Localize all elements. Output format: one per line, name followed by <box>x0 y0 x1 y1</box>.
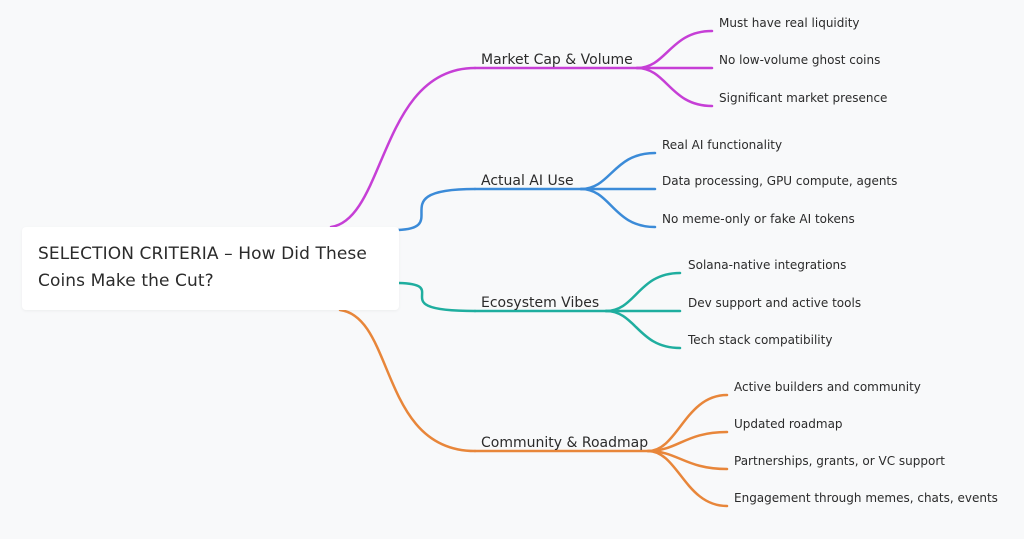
connector-ecosystem-vibes-item-3 <box>604 309 682 350</box>
leaf-label-actual-ai-use-2[interactable]: Data processing, GPU compute, agents <box>662 174 897 188</box>
mind-map-nodes: Market Cap & Volume Must have real liquid… <box>481 16 998 505</box>
root-node[interactable]: SELECTION CRITERIA – How Did These Coins… <box>22 227 399 310</box>
leaf-label-community-roadmap-4[interactable]: Engagement through memes, chats, events <box>734 491 998 505</box>
connector-actual-ai-use-item-3 <box>579 187 657 229</box>
leaf-label-actual-ai-use-3[interactable]: No meme-only or fake AI tokens <box>662 212 855 226</box>
leaf-label-market-cap-volume-1[interactable]: Must have real liquidity <box>719 16 860 30</box>
connector-actual-ai-use-item-1 <box>579 151 657 191</box>
connector-lines <box>329 29 729 508</box>
leaf-label-ecosystem-vibes-2[interactable]: Dev support and active tools <box>688 296 861 310</box>
connector-market-cap-volume-item-1 <box>635 29 714 70</box>
connector-ecosystem-vibes-item-1 <box>604 271 682 313</box>
root-title-line-1: SELECTION CRITERIA – How Did These <box>38 244 367 264</box>
leaf-label-market-cap-volume-3[interactable]: Significant market presence <box>719 91 887 105</box>
branch-label-community-roadmap[interactable]: Community & Roadmap <box>481 435 648 451</box>
connector-root-to-ecosystem-vibes <box>397 281 477 313</box>
root-title-line-2: Coins Make the Cut? <box>38 271 214 291</box>
leaf-label-community-roadmap-2[interactable]: Updated roadmap <box>734 417 843 431</box>
leaf-label-ecosystem-vibes-1[interactable]: Solana-native integrations <box>688 258 846 272</box>
leaf-label-community-roadmap-3[interactable]: Partnerships, grants, or VC support <box>734 454 945 468</box>
branch-label-market-cap-volume[interactable]: Market Cap & Volume <box>481 52 633 68</box>
leaf-label-community-roadmap-1[interactable]: Active builders and community <box>734 380 921 394</box>
connector-root-to-market-cap-volume <box>329 66 477 229</box>
connector-root-to-actual-ai-use <box>396 187 477 232</box>
connector-market-cap-volume-item-3 <box>635 66 714 108</box>
branch-label-ecosystem-vibes[interactable]: Ecosystem Vibes <box>481 295 599 311</box>
branch-label-actual-ai-use[interactable]: Actual AI Use <box>481 173 574 189</box>
leaf-label-ecosystem-vibes-3[interactable]: Tech stack compatibility <box>687 333 832 347</box>
leaf-label-actual-ai-use-1[interactable]: Real AI functionality <box>662 138 782 152</box>
connector-community-roadmap-item-4 <box>646 449 729 508</box>
connector-community-roadmap-item-1 <box>646 393 729 453</box>
leaf-label-market-cap-volume-2[interactable]: No low-volume ghost coins <box>719 53 880 67</box>
connector-root-to-community-roadmap <box>338 308 477 453</box>
